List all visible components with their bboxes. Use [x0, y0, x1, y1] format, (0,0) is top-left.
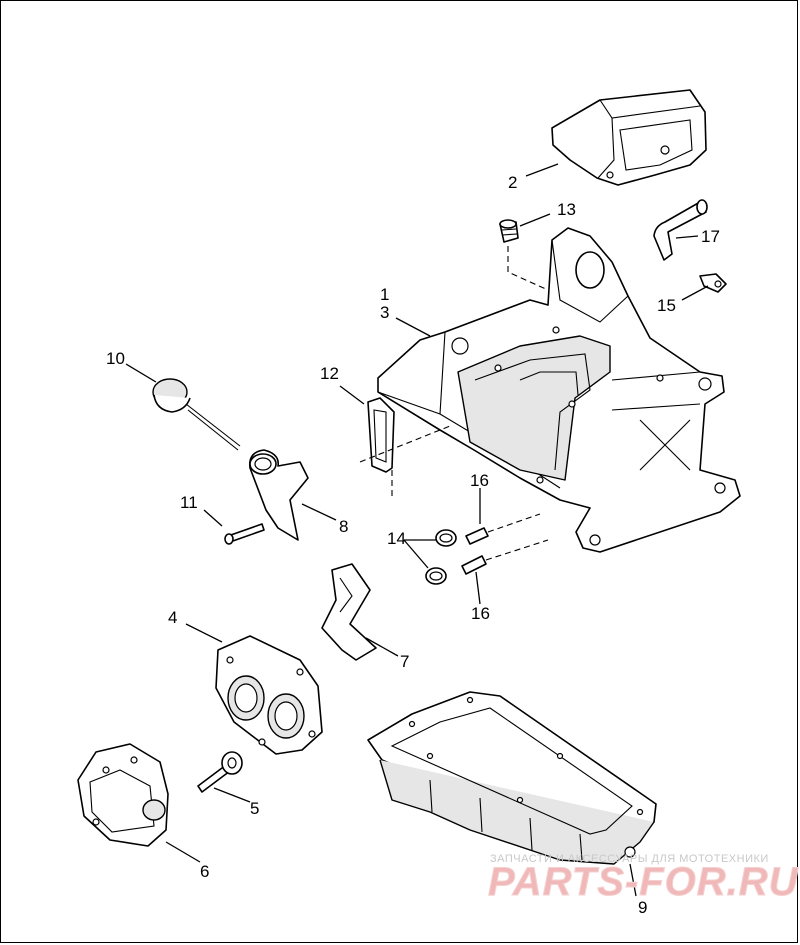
- part-bolt: [197, 751, 243, 793]
- part-oil-pan: [367, 691, 657, 865]
- watermark-tagline: ЗАПЧАСТИ И АКСЕССУАРЫ ДЛЯ МОТОТЕХНИКИ: [490, 853, 769, 865]
- callout-17: 17: [701, 227, 720, 246]
- callout-2: 2: [508, 173, 517, 192]
- callout-7: 7: [400, 652, 409, 671]
- part-top-cover: [551, 89, 707, 186]
- callout-labels: 1 3 2 13 17 15 12 10 11 8 14 16 16 4 7 5…: [106, 173, 720, 917]
- part-hose-clamps: [425, 529, 457, 585]
- part-fill-spout: [248, 449, 309, 541]
- part-dipstick: [152, 378, 241, 451]
- part-vent-fitting: [499, 219, 519, 243]
- callout-5: 5: [250, 799, 259, 818]
- callout-8: 8: [339, 517, 348, 536]
- watermark: ЗАПЧАСТИ И АКСЕССУАРЫ ДЛЯ МОТОТЕХНИКИ PA…: [488, 853, 799, 905]
- part-hose-nipples: [461, 527, 489, 575]
- part-fitting: [699, 273, 727, 293]
- part-end-cover: [77, 743, 169, 847]
- callout-1: 1: [380, 285, 389, 304]
- assembly-dashed-lines: [359, 246, 549, 561]
- part-bearing-housing: [215, 635, 323, 755]
- callout-12: 12: [320, 364, 339, 383]
- callout-14: 14: [387, 529, 406, 548]
- part-bracket: [321, 563, 377, 661]
- callout-13: 13: [557, 200, 576, 219]
- part-screw: [224, 523, 265, 545]
- part-transmission-housing: [377, 227, 741, 553]
- callout-11: 11: [180, 493, 198, 512]
- callout-3: 3: [380, 303, 389, 322]
- callout-6: 6: [200, 862, 209, 881]
- leader-lines: [125, 163, 709, 897]
- callout-4: 4: [168, 608, 177, 627]
- callout-9: 9: [638, 898, 647, 917]
- callout-15: 15: [657, 296, 676, 315]
- callout-10: 10: [106, 349, 125, 368]
- part-gasket: [367, 397, 395, 473]
- part-hose: [653, 199, 708, 261]
- watermark-brand: PARTS-FOR.RU: [488, 860, 799, 904]
- callout-16-upper: 16: [470, 471, 489, 490]
- callout-16-lower: 16: [471, 604, 490, 623]
